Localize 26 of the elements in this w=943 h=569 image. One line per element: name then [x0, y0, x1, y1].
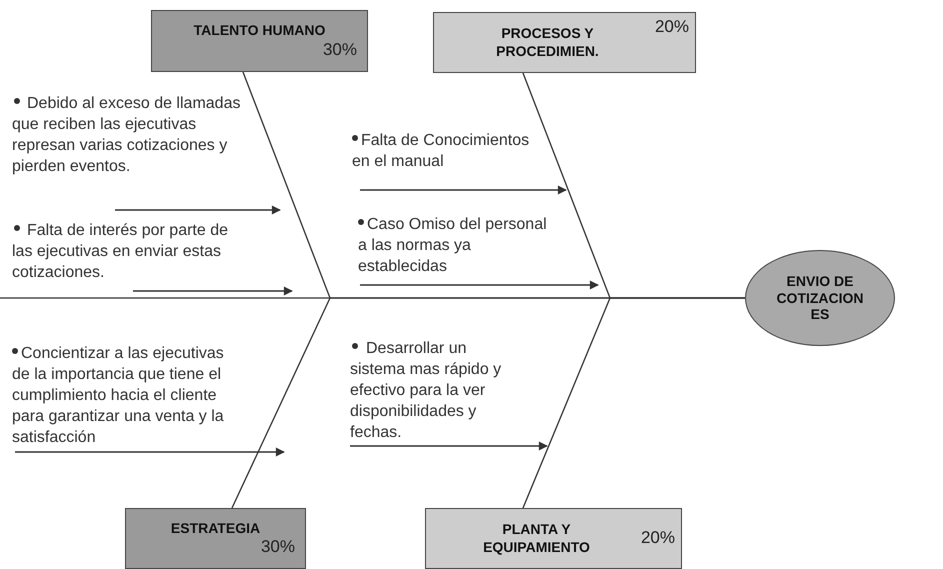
category-box	[433, 12, 696, 73]
cause-text: Concientizar a las ejecutivas de la importancia que tiene el cumplimiento hacia el cliente para garantizar una venta y la satisfacción	[12, 344, 225, 448]
category-title: PLANTA Y EQUIPAMIENTO	[482, 521, 591, 556]
category-title: ESTRATEGIA	[170, 520, 260, 538]
percentage: 30%	[260, 537, 295, 558]
cause-arrow	[133, 286, 293, 296]
percentage: 20%	[640, 528, 675, 549]
cause-text: Caso Omiso del personal a las normas ya establecidas	[358, 215, 548, 277]
cause-arrow	[115, 206, 281, 214]
percentage: 20%	[654, 17, 689, 38]
bone-line	[522, 297, 745, 508]
category-title: TALENTO HUMANO	[194, 22, 326, 40]
cause-text: Falta de interés por parte de las ejecutivas en enviar estas cotizaciones.	[12, 221, 230, 283]
cause-arrow	[350, 442, 548, 450]
percentage: 30%	[322, 40, 357, 60]
cause-arrow	[360, 186, 567, 194]
category-box	[425, 508, 682, 569]
category-box	[151, 10, 368, 72]
cause-text: Desarrollar un sistema mas rápido y efectivo para la ver disponibilidades y fechas.	[350, 339, 502, 443]
cause-text: Debido al exceso de llamadas que reciben las ejecutivas represan varias cotizaciones y pierden eventos.	[12, 94, 242, 177]
cause-arrow	[15, 448, 285, 456]
category-title: PROCESOS Y PROCEDIMIEN.	[495, 25, 600, 60]
cause-arrow	[360, 280, 599, 290]
effect-text: ENVIO DE COTIZACION ES	[775, 272, 865, 324]
category-box	[125, 508, 306, 569]
cause-text: Falta de Conocimientos en el manual	[352, 131, 530, 172]
